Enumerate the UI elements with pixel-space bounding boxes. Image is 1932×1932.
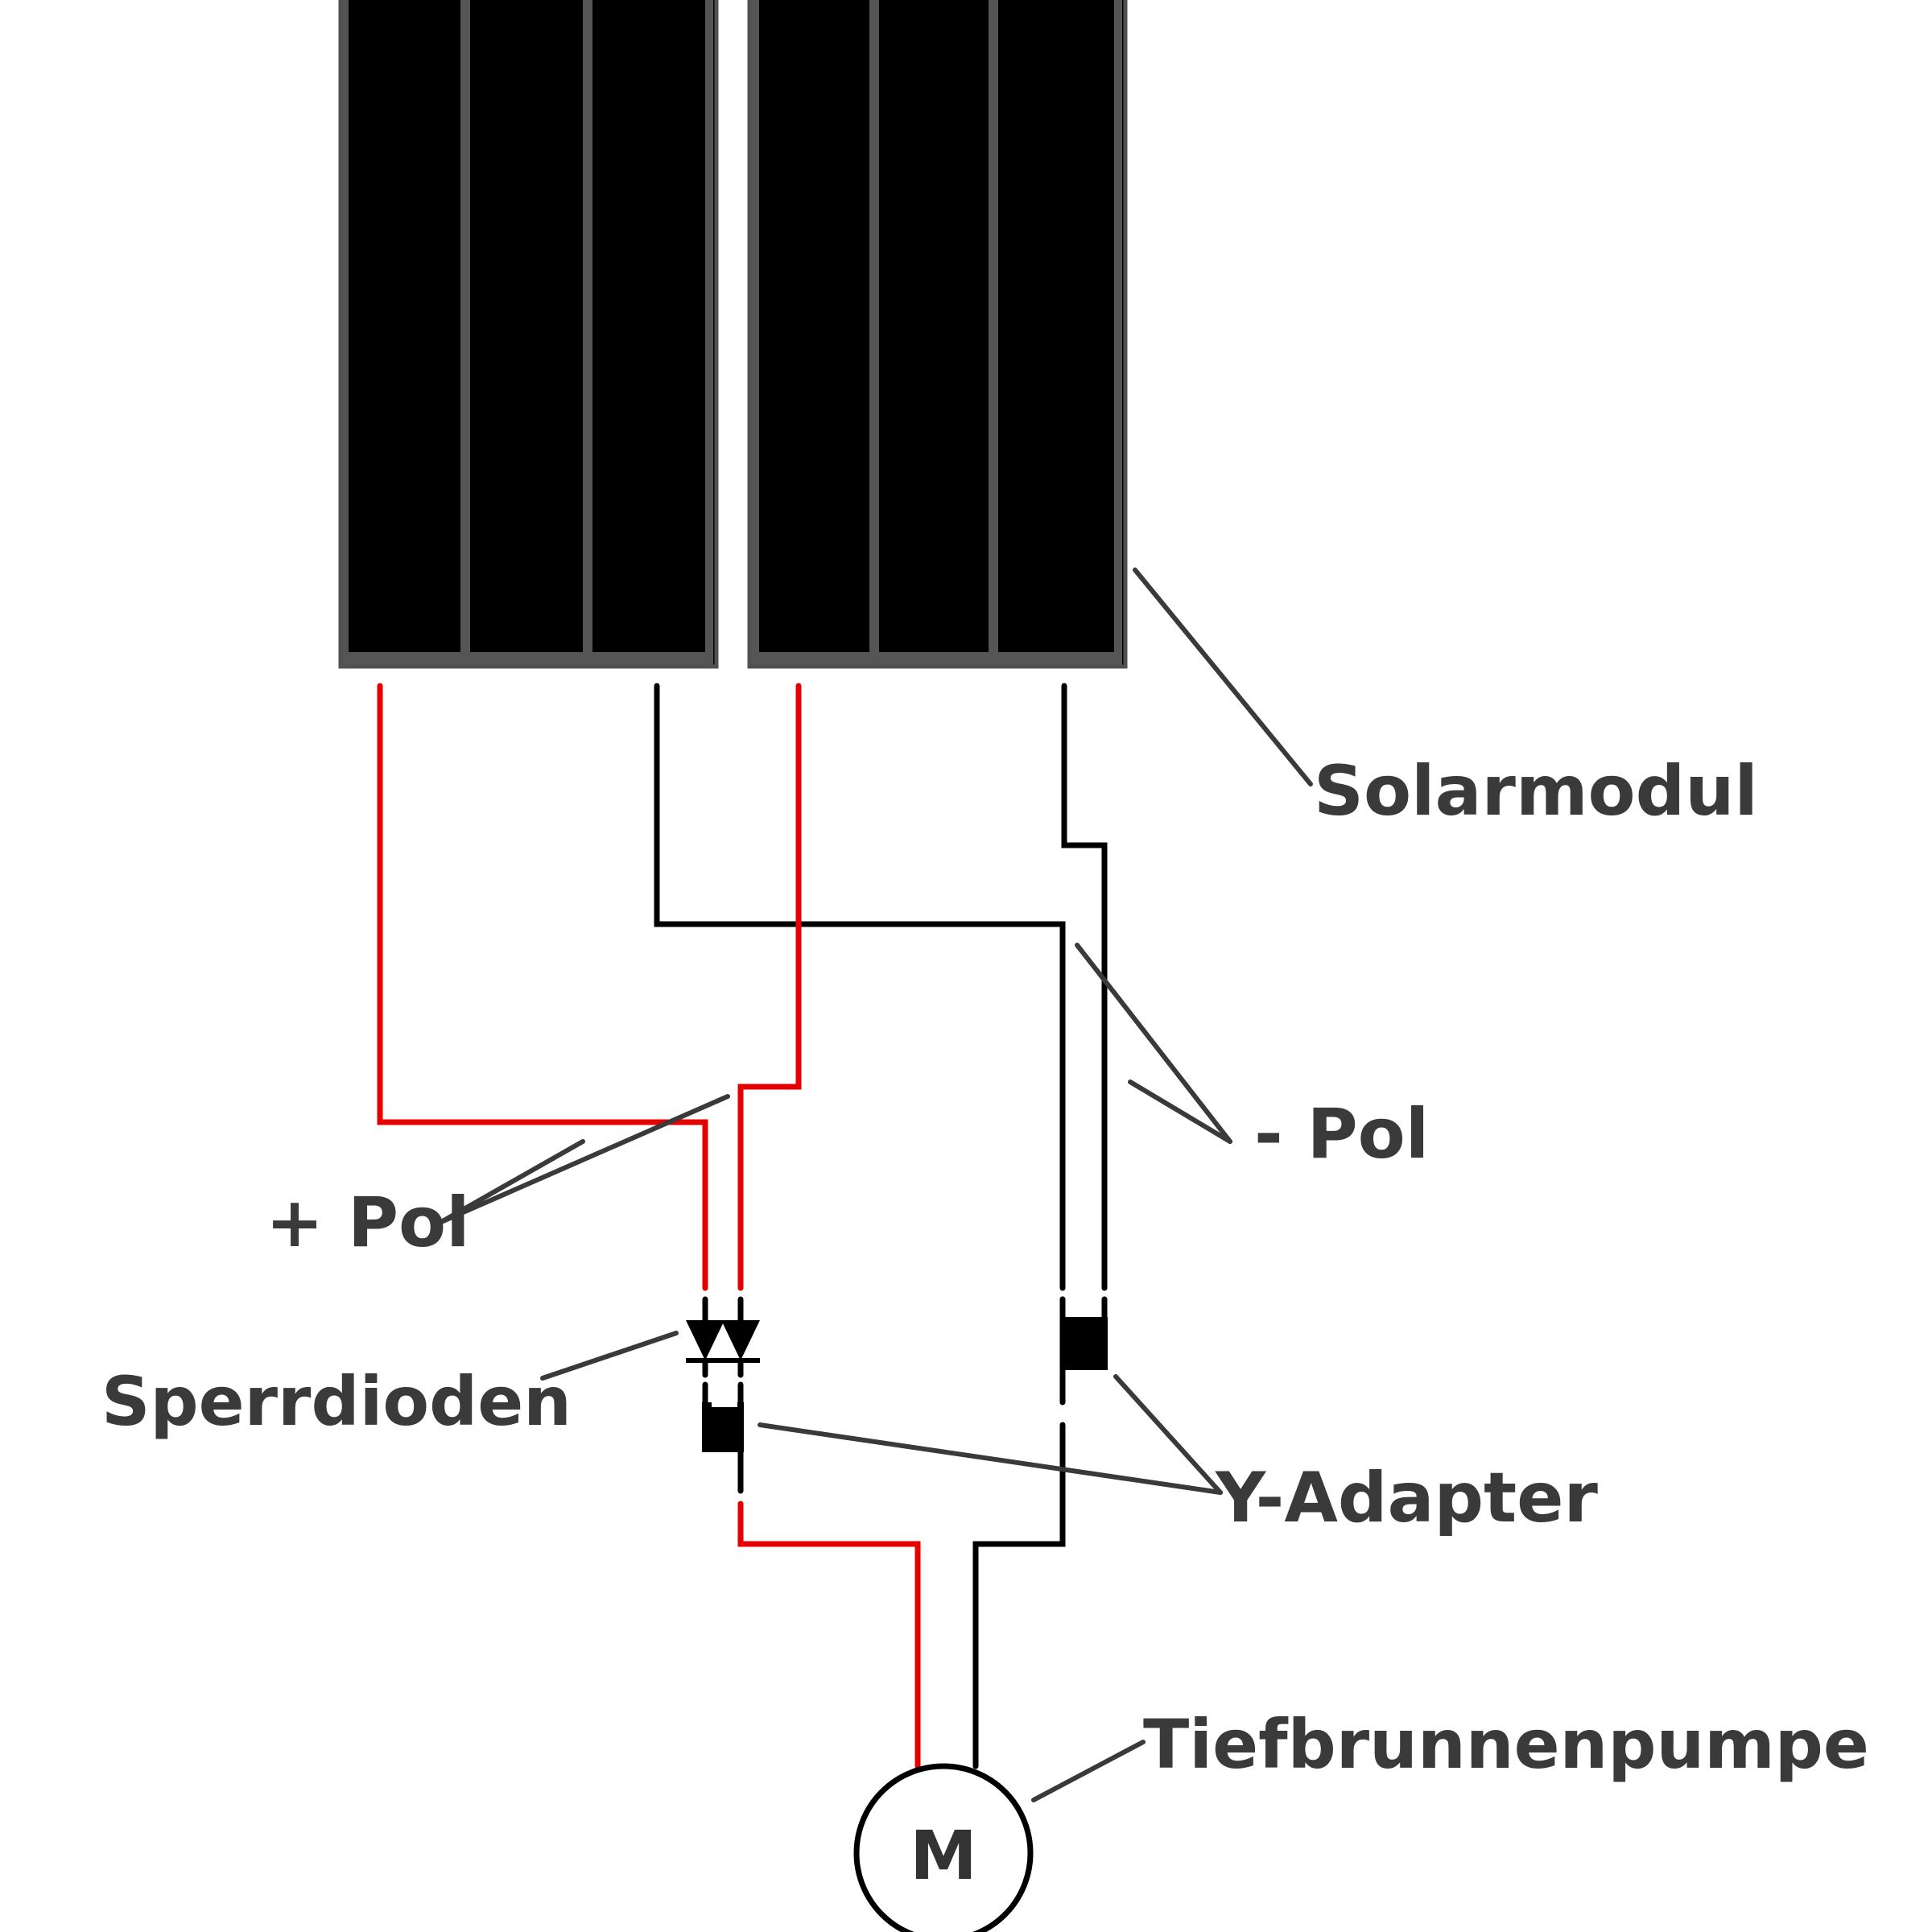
negative-wires [654, 683, 1108, 1769]
diode-icon [686, 1296, 724, 1378]
leader-minus-pole [1128, 1080, 1232, 1144]
panel-cell [760, 0, 868, 652]
leader-y-adapter [758, 1422, 1223, 1495]
solar-panel-right [747, 0, 1128, 669]
panel-side-frame [705, 0, 713, 652]
negative-wire-panel2 [1061, 683, 1108, 1291]
y-adapter-icon [702, 1381, 744, 1494]
motor-label: M [910, 1816, 977, 1895]
panel-cell [998, 0, 1111, 652]
positive-wires [377, 683, 921, 1769]
label-sperrdioden: Sperrdioden [101, 1362, 572, 1441]
positive-wire-to-pump [737, 1501, 921, 1769]
motor-icon: M [853, 1763, 1034, 1932]
leader-pump [1031, 1740, 1146, 1802]
panel-side-frame [1114, 0, 1122, 652]
panel-cell [592, 0, 705, 652]
panel-cell [879, 0, 987, 652]
label-y-adapter: Y-Adapter [1215, 1458, 1598, 1538]
leader-lines [439, 568, 1313, 1802]
negative-wire-to-pump [972, 1422, 1066, 1769]
leader-plus-pole [439, 1094, 730, 1224]
panel-side-frame [342, 0, 349, 652]
leader-plus-pole [439, 1139, 585, 1224]
negative-wire-panel1 [654, 683, 1066, 1291]
panel-divider [989, 0, 998, 652]
leader-solarmodul [1133, 568, 1313, 786]
panel-divider [869, 0, 879, 652]
panel-side-frame [751, 0, 759, 652]
leader-minus-pole [1075, 943, 1232, 1144]
panel-cell [470, 0, 583, 652]
panel-divider [583, 0, 592, 652]
panel-divider [460, 0, 470, 652]
panel-bottom-frame [751, 652, 1122, 665]
leader-y-adapter [1113, 1374, 1223, 1495]
solar-panel-left [338, 0, 719, 669]
label-tiefbrunnenpumpe: Tiefbrunnenpumpe [1143, 1705, 1869, 1784]
panel-bottom-frame [342, 652, 713, 665]
positive-wire-panel2 [737, 683, 802, 1291]
diode-icon [721, 1296, 760, 1378]
panel-cell [348, 0, 460, 652]
y-adapter-icon [1059, 1296, 1108, 1370]
positive-wire-panel1 [377, 683, 708, 1291]
label-solarmodul: Solarmodul [1314, 751, 1758, 832]
leader-sperrdioden [540, 1331, 679, 1381]
label-plus-pole: + Pol [266, 1183, 470, 1263]
label-minus-pole: - Pol [1254, 1094, 1429, 1174]
